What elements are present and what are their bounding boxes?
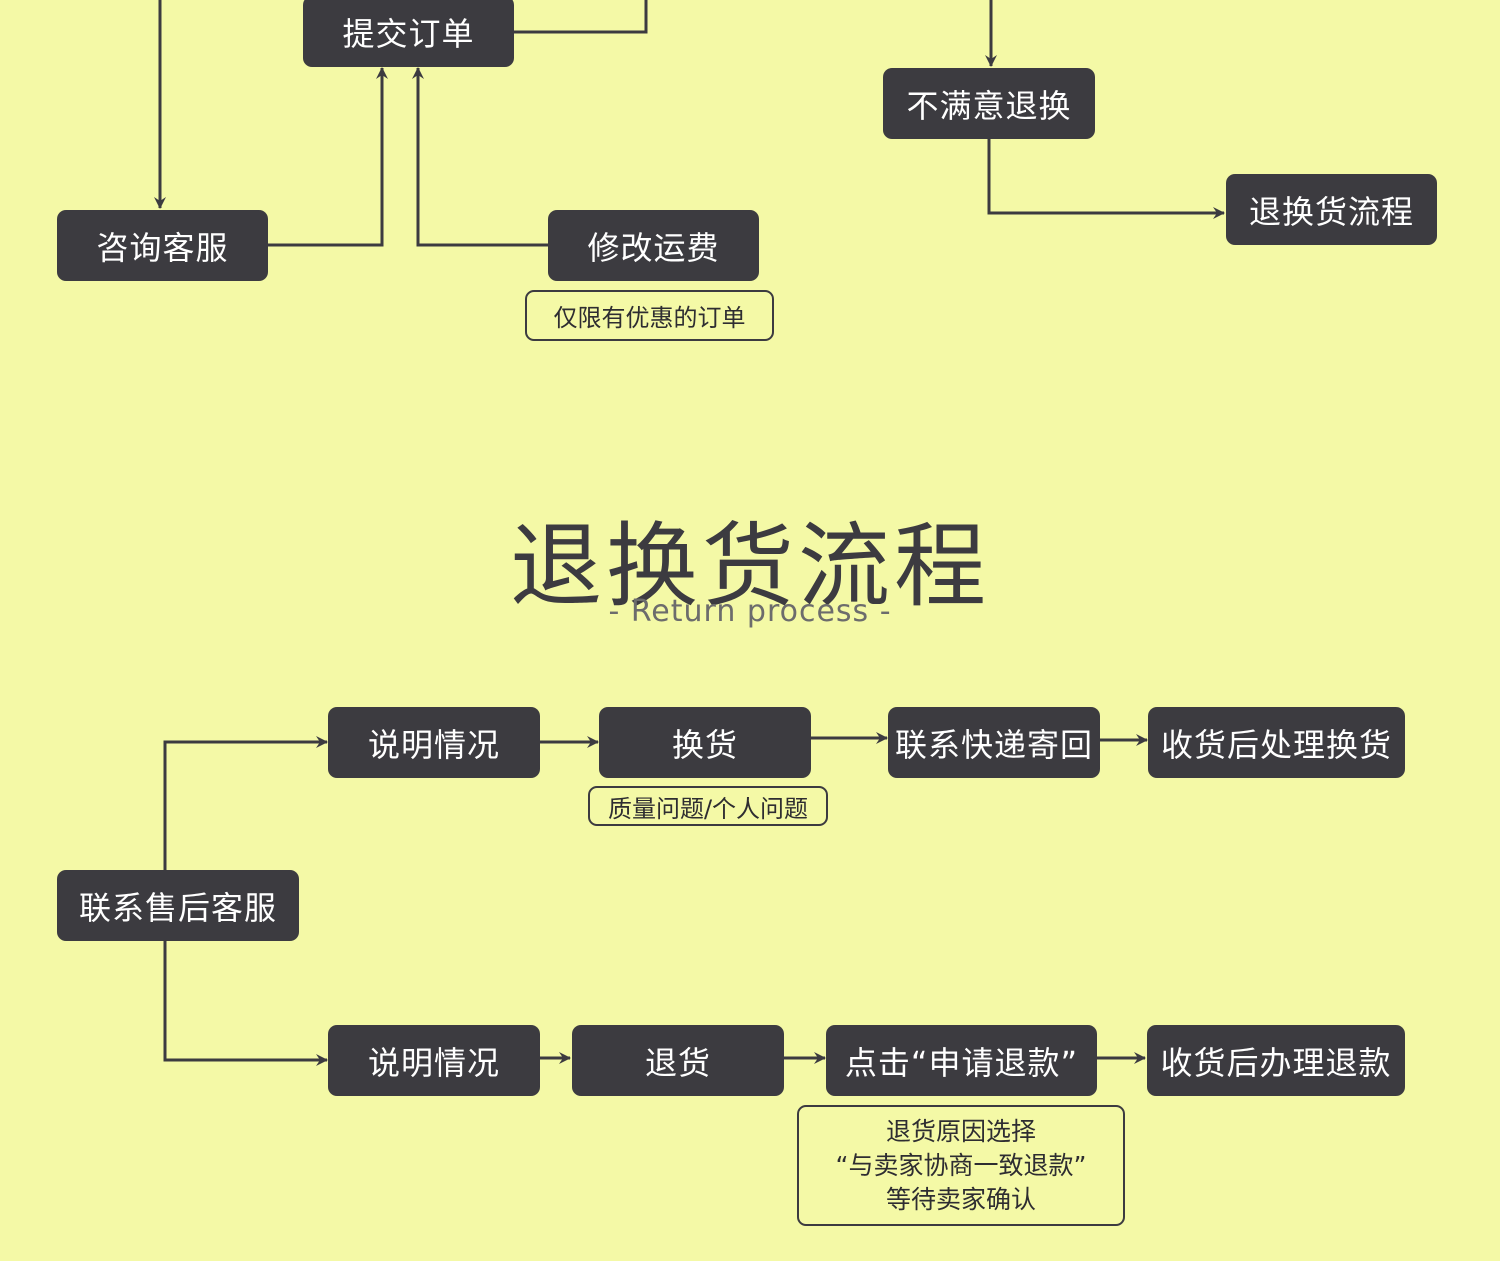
arrow-aftersales-to-explain-1 [163, 736, 328, 870]
exchange-node: 换货 [599, 707, 811, 778]
section-subtitle: - Return process - [608, 594, 892, 629]
modify-shipping-node: 修改运费 [548, 210, 759, 281]
modify-shipping-note: 仅限有优惠的订单 [525, 290, 774, 341]
contact-courier-node: 联系快递寄回 [888, 707, 1100, 778]
explain-node-refund: 说明情况 [328, 1025, 540, 1096]
refund-note-line-1: 退货原因选择 [885, 1116, 1036, 1146]
refund-note-line-2: “与卖家协商一致退款” [835, 1150, 1087, 1180]
consult-service-node: 咨询客服 [57, 210, 268, 281]
refund-note-line-3: 等待卖家确认 [885, 1184, 1036, 1214]
arrow-unsatisfied-to-process [987, 139, 1225, 219]
section-title: 退换货流程 [509, 513, 990, 620]
process-refund-node: 收货后办理退款 [1147, 1025, 1405, 1096]
return-goods-node: 退货 [572, 1025, 784, 1096]
arrow-modify-to-submit [412, 67, 548, 247]
line-submit-right [513, 0, 648, 34]
arrow-consult-to-submit [268, 67, 388, 247]
contact-after-sales-node: 联系售后客服 [57, 870, 299, 941]
return-process-node: 退换货流程 [1226, 174, 1437, 245]
exchange-note: 质量问题/个人问题 [588, 786, 828, 826]
refund-note: 退货原因选择 “与卖家协商一致退款” 等待卖家确认 [797, 1105, 1125, 1226]
apply-refund-node: 点击“申请退款” [826, 1025, 1097, 1096]
explain-node-exchange: 说明情况 [328, 707, 540, 778]
process-exchange-node: 收货后处理换货 [1148, 707, 1405, 778]
submit-order-node: 提交订单 [303, 0, 514, 67]
arrow-aftersales-to-explain-2 [163, 941, 328, 1066]
unsatisfied-return-node: 不满意退换 [883, 68, 1095, 139]
